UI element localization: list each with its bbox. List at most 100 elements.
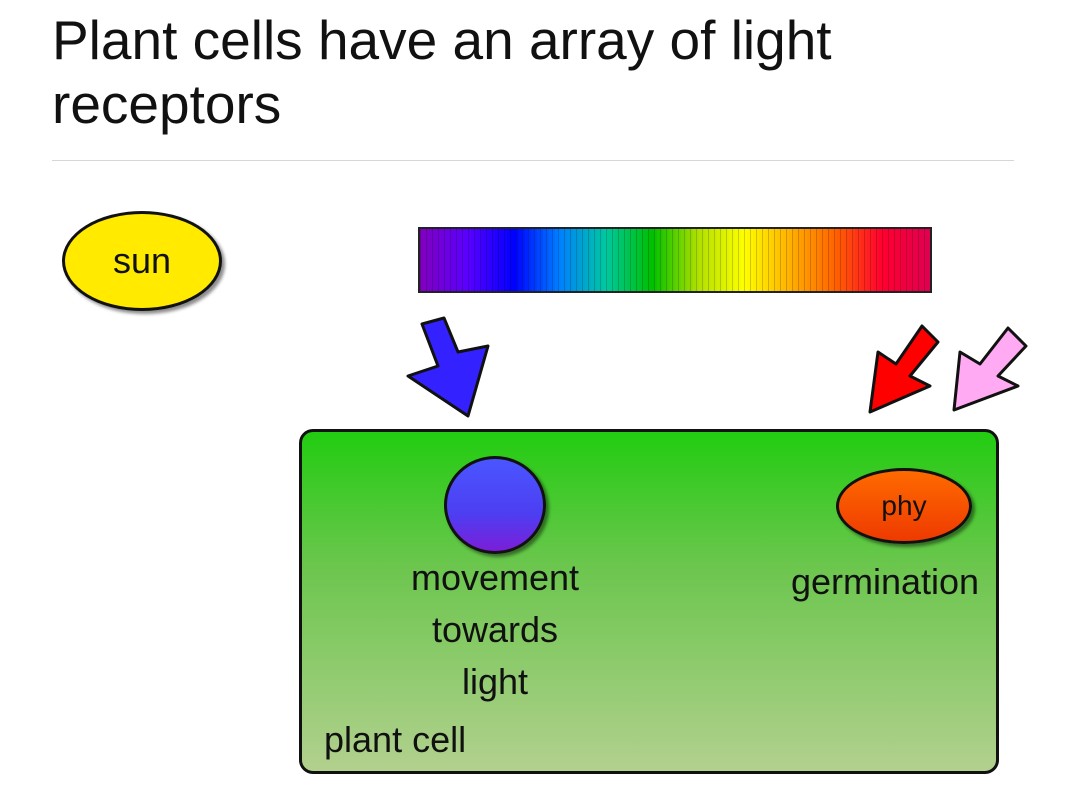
spectrum-line	[900, 229, 902, 291]
spectrum-line	[492, 229, 494, 291]
spectrum-stripe	[645, 229, 649, 291]
spectrum-stripe	[792, 229, 796, 291]
spectrum-stripe	[669, 229, 673, 291]
spectrum-stripe	[420, 229, 424, 291]
spectrum-line	[516, 229, 518, 291]
spectrum-line	[666, 229, 668, 291]
spectrum-stripe	[651, 229, 655, 291]
spectrum-stripe	[768, 229, 772, 291]
spectrum-stripe	[774, 229, 778, 291]
spectrum-stripe	[798, 229, 802, 291]
spectrum-line	[672, 229, 674, 291]
spectrum-stripe	[618, 229, 622, 291]
spectrum-line	[480, 229, 482, 291]
spectrum-stripe	[909, 229, 913, 291]
spectrum-stripe	[483, 229, 487, 291]
spectrum-line	[624, 229, 626, 291]
spectrum-stripe	[807, 229, 811, 291]
spectrum-stripe	[717, 229, 721, 291]
spectrum-stripe	[822, 229, 826, 291]
spectrum-line	[822, 229, 824, 291]
spectrum-stripe	[876, 229, 880, 291]
spectrum-stripe	[471, 229, 475, 291]
spectrum-line	[690, 229, 692, 291]
spectrum-line	[810, 229, 812, 291]
spectrum-stripe	[915, 229, 919, 291]
spectrum-stripe	[609, 229, 613, 291]
spectrum-stripe	[603, 229, 607, 291]
spectrum-line	[558, 229, 560, 291]
spectrum-stripe	[567, 229, 571, 291]
spectrum-line	[852, 229, 854, 291]
spectrum-stripe	[834, 229, 838, 291]
spectrum-stripe	[816, 229, 820, 291]
spectrum-line	[594, 229, 596, 291]
spectrum-stripe	[828, 229, 832, 291]
blue-light-response: movement towards light	[380, 552, 610, 708]
spectrum-stripe	[438, 229, 442, 291]
spectrum-stripe	[621, 229, 625, 291]
spectrum-line	[696, 229, 698, 291]
spectrum-stripe	[468, 229, 472, 291]
spectrum-stripe	[873, 229, 877, 291]
spectrum-line	[870, 229, 872, 291]
spectrum-stripe	[525, 229, 529, 291]
spectrum-line	[906, 229, 908, 291]
spectrum-line	[654, 229, 656, 291]
spectrum-line	[462, 229, 464, 291]
spectrum-stripe	[501, 229, 505, 291]
spectrum-stripe	[675, 229, 679, 291]
spectrum-line	[474, 229, 476, 291]
spectrum-line	[438, 229, 440, 291]
spectrum-line	[486, 229, 488, 291]
spectrum-stripe	[765, 229, 769, 291]
spectrum-line	[888, 229, 890, 291]
spectrum-stripe	[888, 229, 892, 291]
spectrum-line	[444, 229, 446, 291]
spectrum-line	[612, 229, 614, 291]
spectrum-stripe	[789, 229, 793, 291]
spectrum-stripe	[801, 229, 805, 291]
spectrum-line	[864, 229, 866, 291]
spectrum-line	[582, 229, 584, 291]
spectrum-stripe	[426, 229, 430, 291]
spectrum-stripe	[924, 229, 928, 291]
spectrum-stripe	[585, 229, 589, 291]
spectrum-stripe	[423, 229, 427, 291]
spectrum-stripe	[744, 229, 748, 291]
spectrum-line	[600, 229, 602, 291]
spectrum-stripe	[864, 229, 868, 291]
spectrum-stripe	[729, 229, 733, 291]
spectrum-line	[468, 229, 470, 291]
spectrum-stripe	[720, 229, 724, 291]
spectrum-line	[912, 229, 914, 291]
spectrum-stripe	[732, 229, 736, 291]
spectrum-stripe	[897, 229, 901, 291]
spectrum-stripe	[444, 229, 448, 291]
spectrum-line	[648, 229, 650, 291]
spectrum-stripe	[492, 229, 496, 291]
spectrum-line	[714, 229, 716, 291]
spectrum-stripe	[777, 229, 781, 291]
spectrum-line	[840, 229, 842, 291]
spectrum-stripe	[447, 229, 451, 291]
spectrum-stripe	[678, 229, 682, 291]
spectrum-line	[894, 229, 896, 291]
spectrum-stripe	[867, 229, 871, 291]
spectrum-stripe	[510, 229, 514, 291]
spectrum-stripe	[687, 229, 691, 291]
spectrum-stripe	[459, 229, 463, 291]
spectrum-stripe	[636, 229, 640, 291]
spectrum-stripe	[858, 229, 862, 291]
spectrum-line	[684, 229, 686, 291]
spectrum-stripe	[624, 229, 628, 291]
spectrum-stripe	[747, 229, 751, 291]
spectrum-line	[660, 229, 662, 291]
spectrum-line	[618, 229, 620, 291]
spectrum-line	[450, 229, 452, 291]
spectrum-stripe	[639, 229, 643, 291]
spectrum-stripe	[846, 229, 850, 291]
spectrum-line	[606, 229, 608, 291]
spectrum-line	[498, 229, 500, 291]
spectrum-stripe	[477, 229, 481, 291]
